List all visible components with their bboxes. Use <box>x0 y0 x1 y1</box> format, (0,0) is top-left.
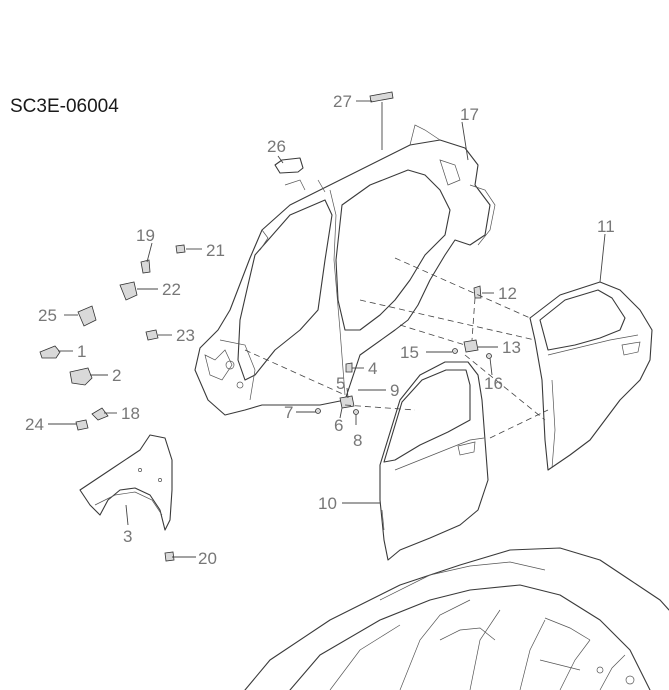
part-26-bracket <box>274 157 304 174</box>
part-25-bracket <box>77 305 97 327</box>
callout-17: 17 <box>460 105 479 124</box>
callout-3: 3 <box>123 527 132 546</box>
callout-4: 4 <box>368 359 377 378</box>
part-27-strip <box>369 91 394 103</box>
callout-20: 20 <box>198 549 217 568</box>
callout-10: 10 <box>318 494 337 513</box>
part-15-bolt <box>452 348 458 354</box>
callout-25: 25 <box>38 306 57 325</box>
callout-1: 1 <box>77 342 86 361</box>
front-door <box>379 361 489 561</box>
part-21-clip <box>175 244 186 254</box>
small-parts <box>39 91 492 562</box>
callout-15: 15 <box>400 343 419 362</box>
part-18-bracket <box>91 407 109 421</box>
part-20-clip <box>164 551 175 562</box>
part-22-bracket <box>119 281 138 301</box>
part-19-clip <box>140 259 151 274</box>
callout-8: 8 <box>353 431 362 450</box>
callout-18: 18 <box>121 404 140 423</box>
callout-16: 16 <box>484 374 503 393</box>
callout-2: 2 <box>112 366 121 385</box>
callout-6: 6 <box>334 416 343 435</box>
part-7-bolt <box>315 408 321 414</box>
callout-21: 21 <box>206 241 225 260</box>
callout-12: 12 <box>498 284 517 303</box>
part-4-clip <box>345 362 353 373</box>
callout-13: 13 <box>502 338 521 357</box>
part-23-clip <box>145 329 159 341</box>
part-5-hinge <box>339 395 355 409</box>
diagram-code-label: SC3E-06004 <box>10 96 119 117</box>
part-8-bolt <box>353 409 359 415</box>
callout-19: 19 <box>136 226 155 245</box>
callout-22: 22 <box>162 280 181 299</box>
callout-11: 11 <box>597 217 615 236</box>
rear-door <box>529 281 653 471</box>
callout-9: 9 <box>390 381 399 400</box>
part-24-clip <box>75 419 89 431</box>
body-side-panel <box>194 124 496 416</box>
leader-lines <box>48 100 606 558</box>
part-1-bracket <box>39 345 61 359</box>
part-13-hinge <box>463 339 479 353</box>
part-16-bolt <box>486 353 492 359</box>
front-fender <box>79 434 173 531</box>
underbody-structure <box>244 547 669 690</box>
callout-5: 5 <box>336 374 345 393</box>
callout-24: 24 <box>25 415 44 434</box>
part-12-clip <box>473 285 482 299</box>
callout-7: 7 <box>284 403 293 422</box>
assembly-dash-lines <box>244 257 549 439</box>
part-2-bracket <box>69 367 93 386</box>
callout-27: 27 <box>333 92 352 111</box>
callout-23: 23 <box>176 326 195 345</box>
callout-26: 26 <box>267 137 286 156</box>
callout-labels: 27 17 26 11 19 21 22 12 25 23 1 15 13 4 … <box>25 92 615 568</box>
